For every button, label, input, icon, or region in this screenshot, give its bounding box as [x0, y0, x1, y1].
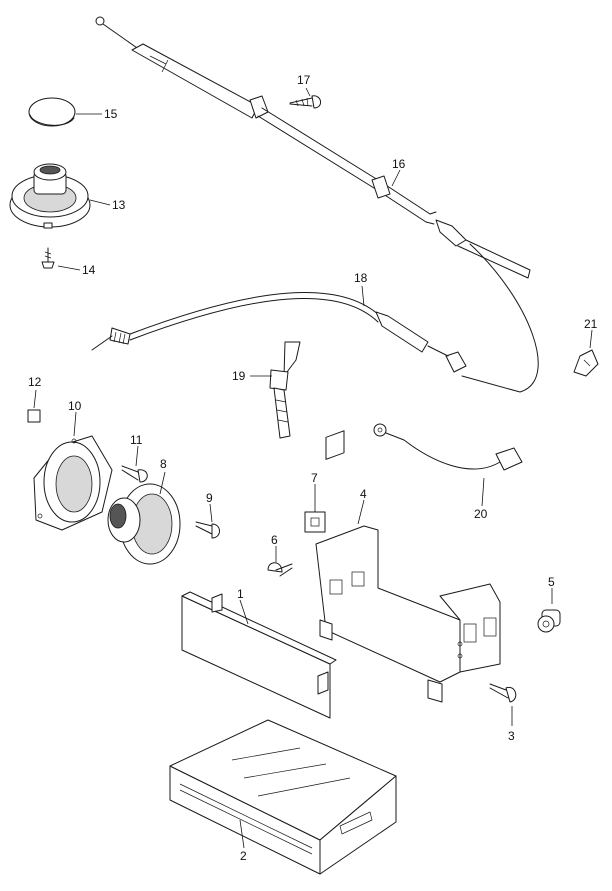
extension-cable-18: [91, 292, 449, 357]
callout-2: 2: [240, 849, 247, 863]
callout-12: 12: [28, 375, 42, 389]
nut-5: [537, 609, 561, 633]
callout-9: 9: [206, 491, 213, 505]
speaker-frame-10: [33, 435, 113, 531]
callout-5: 5: [548, 575, 555, 589]
callout-11: 11: [130, 433, 143, 447]
callout-7: 7: [311, 471, 318, 485]
screw-17: [289, 95, 321, 109]
screw-14: [41, 247, 55, 269]
callout-18: 18: [354, 271, 368, 285]
callout-8: 8: [160, 457, 167, 471]
callout-20: 20: [474, 507, 488, 521]
callout-17: 17: [297, 73, 311, 87]
callout-21: 21: [584, 317, 598, 331]
mounting-bracket-4: [315, 430, 501, 703]
clip-7: [304, 511, 326, 533]
screw-3: [489, 683, 517, 703]
clip-19: [269, 341, 301, 439]
callout-19: 19: [232, 369, 246, 383]
bracket-21: [573, 349, 599, 377]
callout-14: 14: [82, 263, 96, 277]
leader-lines: [33, 87, 593, 849]
panel-1: [181, 591, 337, 719]
speaker-8: [107, 483, 181, 565]
screw-6: [267, 562, 293, 577]
callout-15: 15: [104, 107, 118, 121]
callout-4: 4: [360, 487, 367, 501]
callout-1: 1: [237, 587, 244, 601]
cap-15: [28, 97, 76, 127]
screw-11: [121, 465, 148, 483]
speaker-13: [9, 163, 91, 229]
callout-6: 6: [271, 533, 278, 547]
antenna-assembly: [95, 16, 539, 393]
callout-10: 10: [68, 399, 82, 413]
callout-16: 16: [392, 157, 406, 171]
screw-9: [195, 521, 220, 539]
callout-13: 13: [112, 198, 126, 212]
callout-3: 3: [508, 729, 515, 743]
ground-cable-20: [373, 423, 523, 471]
pocket-2: [169, 719, 397, 875]
clip-12: [27, 409, 41, 423]
